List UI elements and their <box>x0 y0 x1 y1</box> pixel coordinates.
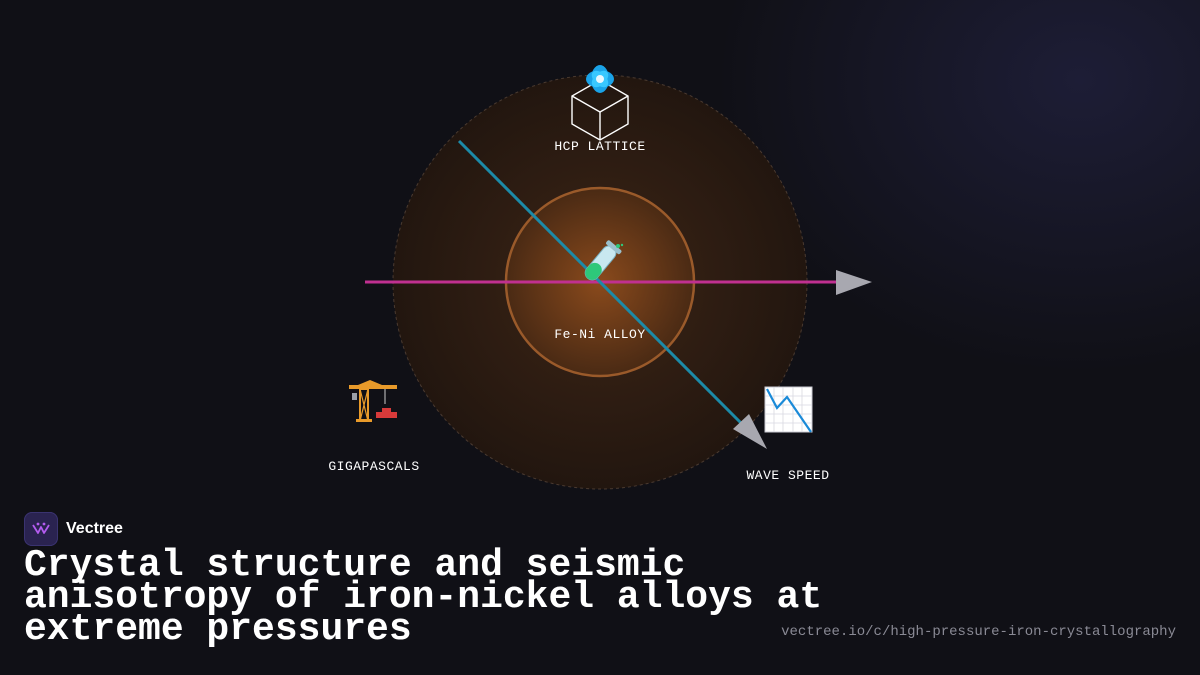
node-label-lattice: HCP LATTICE <box>554 139 646 154</box>
bubble-dot <box>620 243 624 247</box>
node-label-wave: WAVE SPEED <box>746 468 830 483</box>
construction-crane-icon <box>349 380 397 422</box>
node-label-center: Fe-Ni ALLOY <box>554 327 646 342</box>
diagonal-axis <box>457 139 746 428</box>
brand: Vectree <box>24 512 123 546</box>
test-tube-icon <box>584 240 622 281</box>
source-url[interactable]: vectree.io/c/high-pressure-iron-crystall… <box>781 624 1176 640</box>
vectree-logo-icon <box>24 512 58 546</box>
bubble-dot <box>616 244 620 248</box>
chart-decreasing-icon <box>764 386 813 433</box>
hcp-crystal-icon <box>571 65 629 141</box>
brand-name: Vectree <box>66 520 123 537</box>
node-label-pressure: GIGAPASCALS <box>328 459 420 474</box>
page-title: Crystal structure and seismic anisotropy… <box>24 544 823 651</box>
horizontal-arrowhead <box>836 270 872 295</box>
diagonal-arrowhead <box>733 414 767 449</box>
